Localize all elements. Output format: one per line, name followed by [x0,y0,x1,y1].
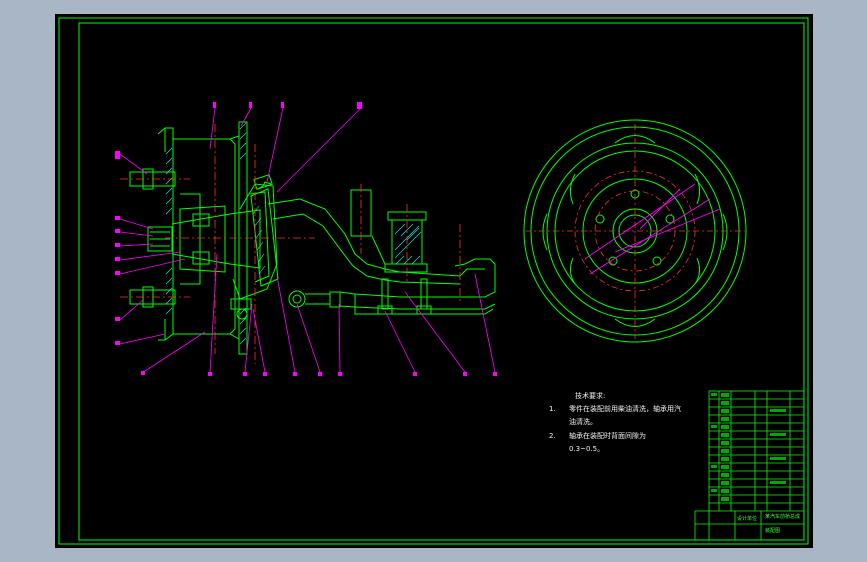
end-view-centerlines [525,124,745,339]
centerlines [120,124,461,364]
drawing-canvas: 技术要求: 1. 零件在装配前用柴油清洗，轴承用汽 油清洗。 2. 轴承在装配时… [55,14,813,548]
outer-frame [58,17,809,545]
assembly-drawing [58,17,809,545]
inner-frame [78,22,805,541]
title-block-company: 设计单位 [737,516,758,522]
section-hatching [165,122,422,345]
end-view-leaders [584,183,721,275]
tech-item-2-number: 2. [549,432,556,440]
tech-item-1-number: 1. [549,405,556,413]
title-block-sub-name: 装配图 [765,528,781,534]
tech-item-1-continued: 油清洗。 [569,418,597,426]
tech-item-2-text: 轴承在装配时背面间隙为 [569,432,646,440]
leader-lines [119,107,496,373]
title-block-fills [711,393,786,501]
title-block-drawing-name: 某汽车前桥总成 [765,514,801,520]
tech-item-2-continued: 0.3~0.5。 [569,445,605,453]
title-block [694,390,805,541]
tech-requirements-title: 技术要求: [575,392,606,400]
tech-item-1-text: 零件在装配前用柴油清洗，轴承用汽 [569,405,681,413]
part-number-ticks [115,102,497,376]
